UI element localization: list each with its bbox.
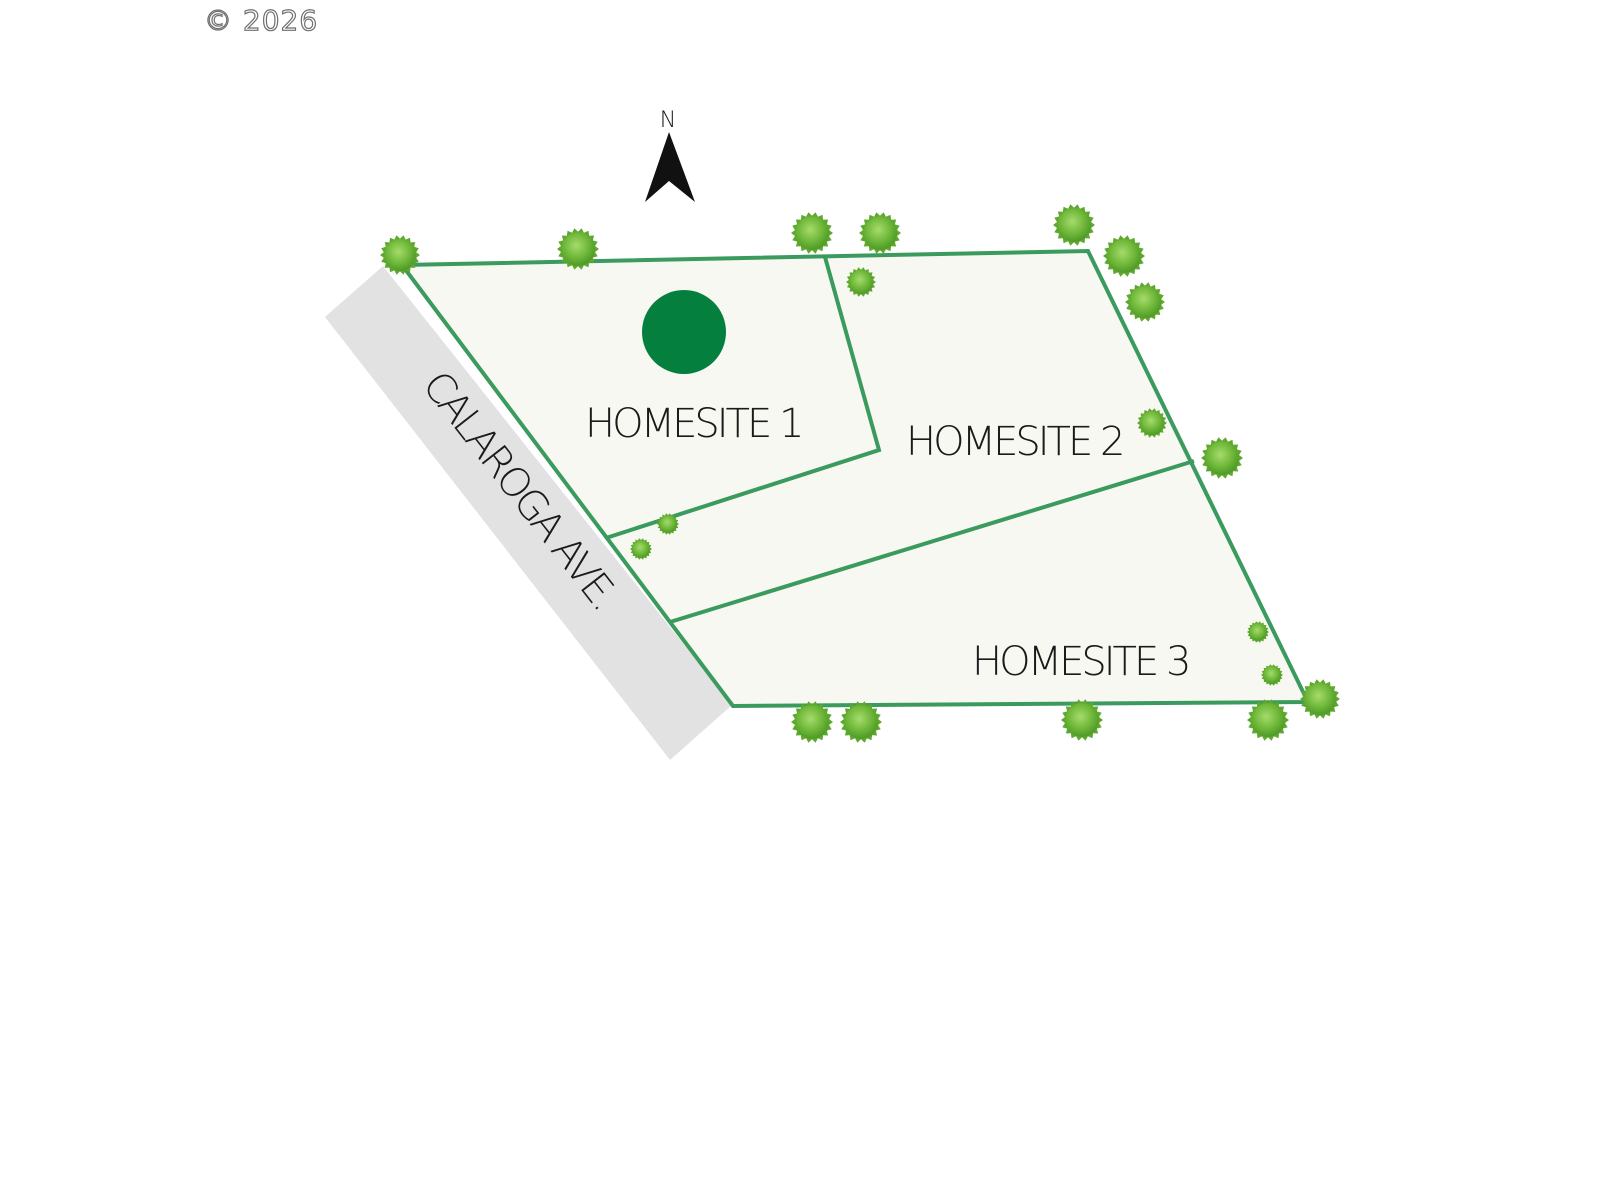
lot-line-2-3	[669, 459, 1195, 624]
tree-icon	[1300, 679, 1340, 719]
tree-icon	[1103, 235, 1145, 277]
copyright-notice: © 2026	[203, 3, 319, 37]
tree-icon	[1053, 204, 1095, 246]
tree-icon	[630, 538, 652, 560]
tree-icon	[1137, 408, 1167, 438]
homesite-3-lot[interactable]	[670, 461, 1308, 706]
homesite-1-lot[interactable]	[402, 257, 879, 538]
tree-icon	[380, 235, 420, 275]
tree-icon	[791, 212, 833, 254]
tree-icon	[557, 228, 599, 270]
north-label: N	[660, 108, 676, 133]
tree-icon	[846, 267, 876, 297]
tree-icon	[1247, 699, 1289, 741]
tree-icon	[1125, 282, 1165, 322]
north-arrow-icon	[645, 132, 695, 202]
tree-icon	[791, 701, 833, 743]
tree-icon	[1061, 699, 1103, 741]
location-marker[interactable]	[642, 290, 726, 374]
trees-group	[380, 204, 1340, 743]
homesite-2-label: HOMESITE 2	[906, 419, 1122, 465]
homesite-1-label: HOMESITE 1	[585, 401, 801, 447]
street-road	[325, 266, 732, 760]
lot-line-1-2	[605, 256, 882, 540]
tree-icon	[657, 513, 679, 535]
tree-icon	[1261, 664, 1283, 686]
homesite-2-lot[interactable]	[606, 251, 1194, 622]
tree-icon	[1247, 621, 1269, 643]
tree-icon	[1201, 437, 1243, 479]
homesite-3-label: HOMESITE 3	[972, 639, 1188, 685]
tree-icon	[859, 212, 901, 254]
tree-icon	[840, 701, 882, 743]
